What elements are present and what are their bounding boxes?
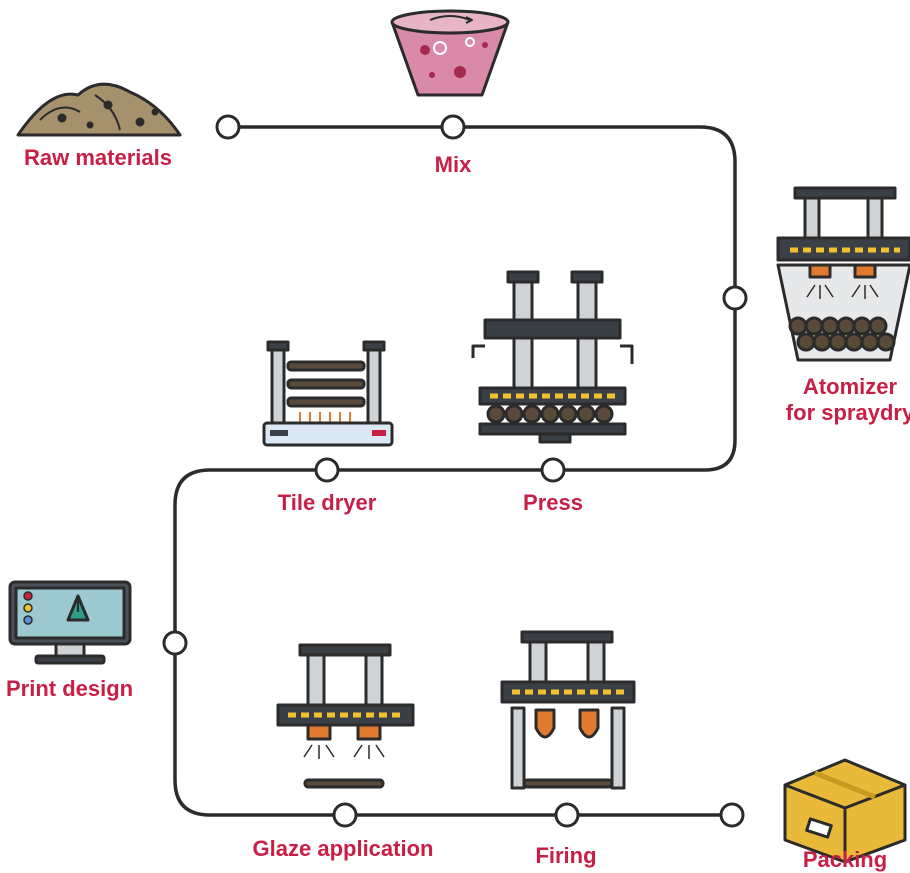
sand-pile-icon [16,82,182,137]
label-tile-dryer: Tile dryer [277,490,377,515]
label-print-design: Print design [6,676,134,701]
mixing-bowl-icon [390,9,510,97]
label-glaze-application: Glaze application [252,836,434,861]
node-press [540,457,566,483]
node-packing [719,802,745,828]
process-flow-path [173,125,737,817]
label-mix: Mix [434,152,472,177]
atomizer-icon [776,186,910,362]
node-tile-dryer [314,457,340,483]
node-mix [440,114,466,140]
node-raw-materials [215,114,241,140]
label-atomizer: Atomizer for spraydry [786,374,910,426]
label-firing: Firing [535,843,597,868]
label-packing: Packing [802,847,888,872]
label-raw-materials: Raw materials [24,145,172,170]
node-print-design [162,630,188,656]
cardboard-box-icon [783,758,907,864]
label-atomizer-line1: Atomizer [802,374,898,399]
flow-nodes [162,114,748,828]
label-press: Press [523,490,583,515]
dryer-rack-icon [262,340,394,447]
node-atomizer [722,285,748,311]
node-firing [554,802,580,828]
press-machine-icon [471,270,634,444]
monitor-pen-icon [8,580,132,665]
label-atomizer-line2: for spraydry [785,400,910,425]
glaze-sprayer-icon [276,643,415,789]
node-glaze-application [332,802,358,828]
kiln-icon [500,630,636,790]
